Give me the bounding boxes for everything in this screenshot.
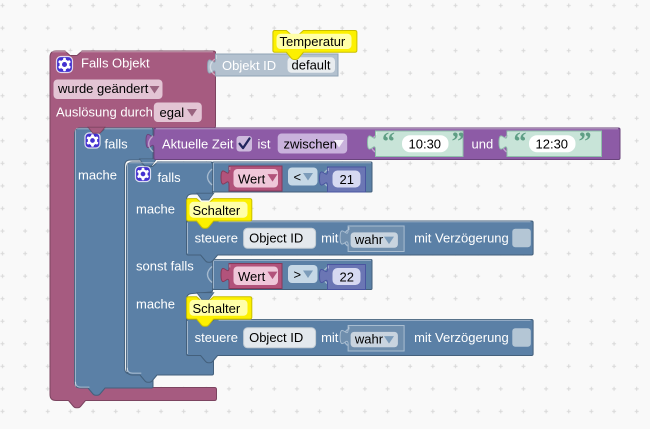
svg-text:mit: mit bbox=[321, 330, 339, 345]
svg-text:Wert: Wert bbox=[238, 171, 266, 186]
svg-text:wahr: wahr bbox=[354, 332, 384, 347]
svg-text:10:30: 10:30 bbox=[409, 136, 442, 151]
svg-text:”: ” bbox=[579, 127, 592, 156]
svg-text:mache: mache bbox=[136, 297, 175, 312]
svg-text:Object ID: Object ID bbox=[249, 231, 303, 246]
svg-text:“: “ bbox=[514, 127, 527, 156]
svg-text:”: ” bbox=[452, 127, 465, 156]
svg-text:Temperatur: Temperatur bbox=[280, 34, 346, 49]
svg-text:>: > bbox=[294, 267, 302, 282]
svg-text:wahr: wahr bbox=[354, 232, 384, 247]
svg-text:mit Verzögerung: mit Verzögerung bbox=[414, 231, 509, 246]
svg-text:zwischen: zwischen bbox=[284, 137, 337, 152]
svg-text:ist: ist bbox=[258, 137, 271, 152]
svg-text:21: 21 bbox=[340, 172, 354, 187]
svg-text:mit Verzögerung: mit Verzögerung bbox=[414, 330, 509, 345]
svg-text:12:30: 12:30 bbox=[536, 136, 569, 151]
svg-text:“: “ bbox=[382, 127, 395, 156]
svg-text:Object ID: Object ID bbox=[249, 330, 303, 345]
svg-text:falls: falls bbox=[158, 170, 182, 185]
svg-text:<: < bbox=[294, 170, 302, 185]
svg-text:wurde geändert: wurde geändert bbox=[57, 81, 149, 96]
svg-text:Aktuelle Zeit: Aktuelle Zeit bbox=[162, 137, 234, 152]
svg-text:steuere: steuere bbox=[195, 231, 238, 246]
svg-text:egal: egal bbox=[160, 105, 185, 120]
svg-text:22: 22 bbox=[340, 269, 354, 284]
svg-text:Auslösung durch: Auslösung durch bbox=[56, 105, 153, 120]
svg-text:sonst falls: sonst falls bbox=[136, 259, 194, 274]
svg-text:steuere: steuere bbox=[195, 330, 238, 345]
svg-text:mit: mit bbox=[321, 231, 339, 246]
svg-text:Wert: Wert bbox=[238, 269, 266, 284]
svg-text:Schalter: Schalter bbox=[193, 301, 241, 316]
svg-text:Objekt ID: Objekt ID bbox=[222, 58, 276, 73]
svg-text:und: und bbox=[472, 137, 494, 152]
svg-text:falls: falls bbox=[105, 137, 129, 152]
svg-text:default: default bbox=[292, 58, 331, 73]
svg-text:Schalter: Schalter bbox=[193, 203, 241, 218]
svg-text:mache: mache bbox=[136, 202, 175, 217]
svg-text:mache: mache bbox=[78, 168, 117, 183]
svg-text:Falls Objekt: Falls Objekt bbox=[81, 56, 150, 71]
